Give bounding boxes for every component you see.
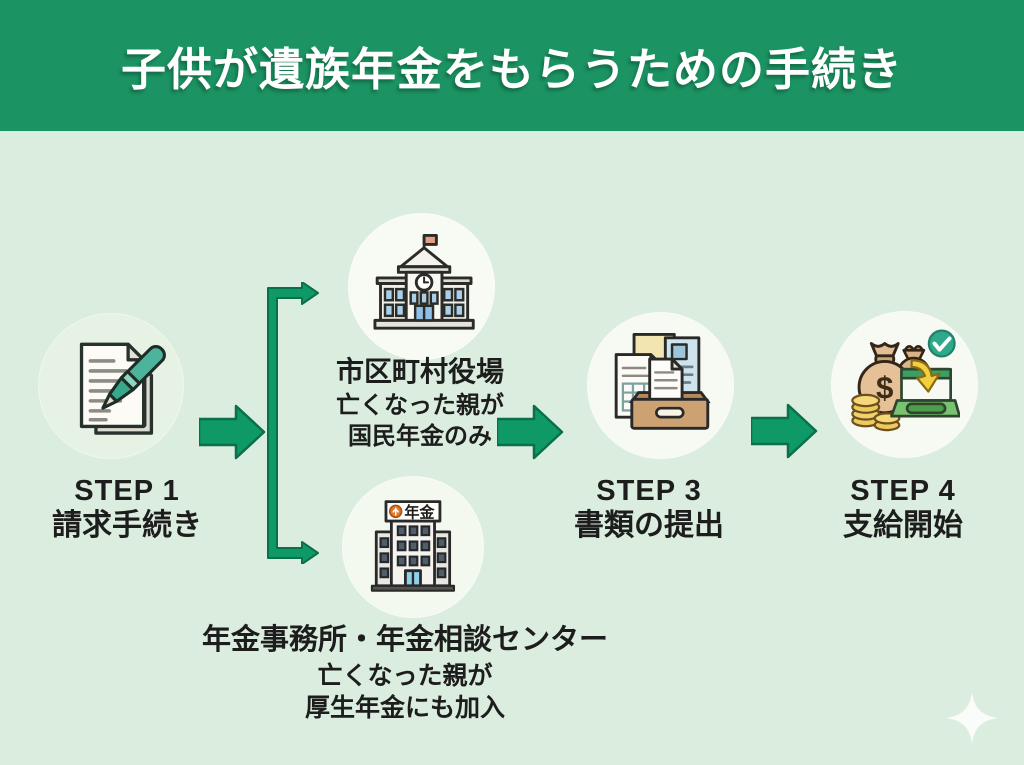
- step3-name: 書類の提出: [574, 509, 724, 542]
- municipal-office-badge: [348, 213, 495, 360]
- pension-office-caption: 年金事務所・年金相談センター 亡くなった親が 厚生年金にも加入: [185, 621, 625, 724]
- page-title: 子供が遺族年金をもらうための手続き: [120, 44, 903, 95]
- arrow-right-icon: [497, 404, 564, 460]
- branch-connector-icon: [267, 282, 319, 564]
- step3-icon-badge: [587, 312, 734, 459]
- sparkle-icon: [946, 692, 998, 744]
- municipal-office-icon: [373, 233, 475, 330]
- municipal-office-caption: 市区町村役場 亡くなった親が 国民年金のみ: [270, 354, 570, 452]
- municipal-office-name: 市区町村役場: [335, 356, 504, 387]
- step1-caption: STEP 1 請求手続き: [17, 474, 237, 544]
- pension-office-icon: 年金: [370, 500, 456, 592]
- pension-office-badge: 年金: [342, 476, 484, 618]
- step3-caption: STEP 3 書類の提出: [539, 474, 759, 544]
- pension-sign-text: 年金: [404, 503, 435, 521]
- municipal-office-condition-1: 亡くなった親が: [336, 392, 504, 419]
- pension-office-condition-1: 亡くなった親が: [317, 662, 493, 690]
- step1-icon-badge: [38, 313, 184, 459]
- arrow-right-icon: [199, 404, 266, 460]
- step3-label: STEP 3: [596, 475, 702, 507]
- pension-office-condition-2: 厚生年金にも加入: [304, 694, 505, 722]
- title-banner: 子供が遺族年金をもらうための手続き: [0, 0, 1024, 131]
- step1-name: 請求手続き: [52, 509, 202, 542]
- arrow-right-icon: [751, 403, 818, 459]
- pension-office-name: 年金事務所・年金相談センター: [201, 624, 608, 656]
- municipal-office-condition-2: 国民年金のみ: [348, 423, 492, 450]
- step4-name: 支給開始: [843, 509, 963, 542]
- dollar-sign: $: [876, 370, 893, 405]
- money-payment-icon: $: [850, 329, 961, 431]
- step4-caption: STEP 4 支給開始: [793, 474, 1013, 544]
- documents-pen-icon: [79, 342, 166, 435]
- documents-box-icon: [614, 332, 711, 430]
- step4-label: STEP 4: [850, 475, 956, 507]
- step4-icon-badge: $: [831, 311, 978, 458]
- step1-label: STEP 1: [74, 475, 180, 507]
